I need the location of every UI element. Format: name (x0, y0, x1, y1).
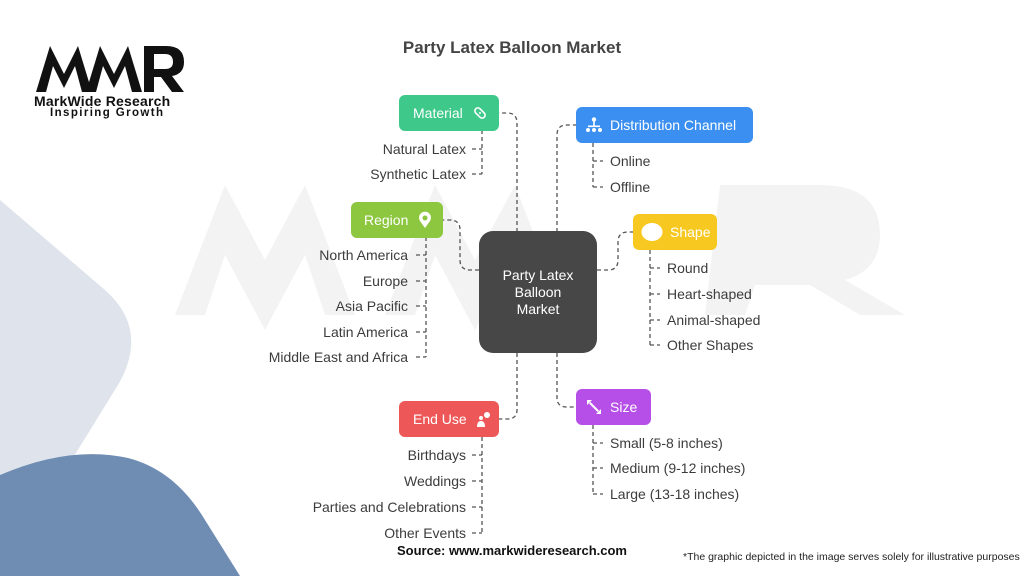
shape-item: Heart-shaped (667, 286, 752, 302)
logo-tagline: Inspiring Growth (50, 107, 165, 119)
distribution-channel-label: Distribution Channel (610, 117, 737, 133)
shape-item: Other Shapes (667, 337, 754, 353)
distribution-channel-item: Offline (610, 179, 651, 195)
distribution-channel-node: Distribution Channel (576, 107, 753, 143)
distribution-channel-item: Online (610, 153, 651, 169)
material-label: Material (413, 105, 463, 121)
shape-label: Shape (670, 224, 711, 240)
resize-icon (585, 398, 603, 416)
size-item: Small (5-8 inches) (610, 435, 723, 451)
center-label: Party Latex Balloon Market (502, 266, 574, 317)
disclaimer-note: *The graphic depicted in the image serve… (683, 551, 1020, 563)
material-item: Synthetic Latex (370, 166, 466, 182)
end-use-item: Other Events (384, 525, 466, 541)
region-item: Middle East and Africa (268, 349, 408, 365)
size-item: Medium (9-12 inches) (610, 460, 746, 476)
center-node: Party Latex Balloon Market (479, 231, 597, 353)
mwr-logo-icon (36, 46, 184, 92)
shape-node: Shape (633, 214, 717, 250)
end-use-item: Birthdays (407, 447, 466, 463)
material-node: Material (399, 95, 499, 131)
gear-pin-icon (416, 211, 434, 229)
end-use-item: Weddings (403, 473, 466, 489)
source-footer: Source: www.markwideresearch.com (396, 543, 627, 558)
shape-item: Round (667, 260, 709, 276)
region-node: Region (351, 202, 443, 238)
end-use-label: End Use (413, 411, 467, 427)
size-item: Large (13-18 inches) (610, 486, 740, 502)
logo-name: MarkWide Research (34, 93, 171, 109)
material-item: Natural Latex (382, 141, 466, 157)
size-node: Size (576, 389, 651, 425)
shape-item: Animal-shaped (667, 312, 761, 328)
region-item: North America (319, 247, 408, 263)
circle-icon (641, 222, 663, 242)
region-item: Asia Pacific (335, 298, 408, 314)
end-use-item: Parties and Celebrations (312, 499, 466, 515)
bandage-icon (471, 104, 489, 122)
person-idea-icon (475, 410, 493, 428)
size-label: Size (610, 399, 638, 415)
network-icon (585, 116, 603, 134)
region-label: Region (364, 212, 409, 228)
region-item: Latin America (323, 324, 408, 340)
diagram-title: Party Latex Balloon Market (402, 38, 622, 57)
end-use-node: End Use (399, 401, 499, 437)
region-item: Europe (362, 273, 408, 289)
left-blue-wedge (0, 454, 240, 576)
